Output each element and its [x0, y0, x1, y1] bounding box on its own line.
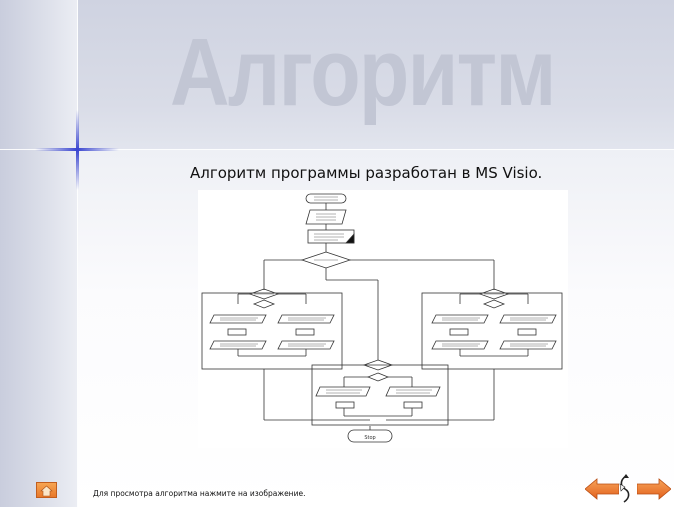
- previous-slide-button[interactable]: [584, 478, 620, 504]
- decor-horizontal-line: [0, 149, 674, 150]
- flowchart-end-label: Stop: [364, 435, 375, 441]
- flowchart-image[interactable]: Stop: [198, 190, 568, 448]
- flowchart-start-terminator: [305, 193, 347, 204]
- flowchart-left-subprocess: [201, 292, 343, 370]
- return-icon: [619, 474, 630, 503]
- flowchart-end-terminator: [347, 429, 393, 443]
- home-icon: [40, 485, 53, 497]
- decor-sparkle-horizontal: [35, 148, 119, 151]
- decor-vertical-line: [77, 0, 78, 507]
- flowchart-drawing: Stop: [201, 193, 563, 443]
- slide-header-background: [0, 0, 674, 150]
- slide-left-band: [0, 0, 78, 507]
- slide-title: Алгоритм: [170, 19, 556, 126]
- flowchart-input-block: [305, 209, 347, 225]
- next-slide-button[interactable]: [636, 478, 672, 504]
- return-button[interactable]: [617, 474, 633, 507]
- arrow-left-icon: [584, 478, 620, 500]
- slide-subtitle: Алгоритм программы разработан в MS Visio…: [190, 164, 543, 182]
- flowchart-process-block: [307, 229, 355, 244]
- arrow-right-icon: [636, 478, 672, 500]
- footer-hint: Для просмотра алгоритма нажмите на изобр…: [93, 489, 306, 498]
- home-button[interactable]: [36, 482, 57, 498]
- flowchart-right-subprocess: [421, 292, 563, 370]
